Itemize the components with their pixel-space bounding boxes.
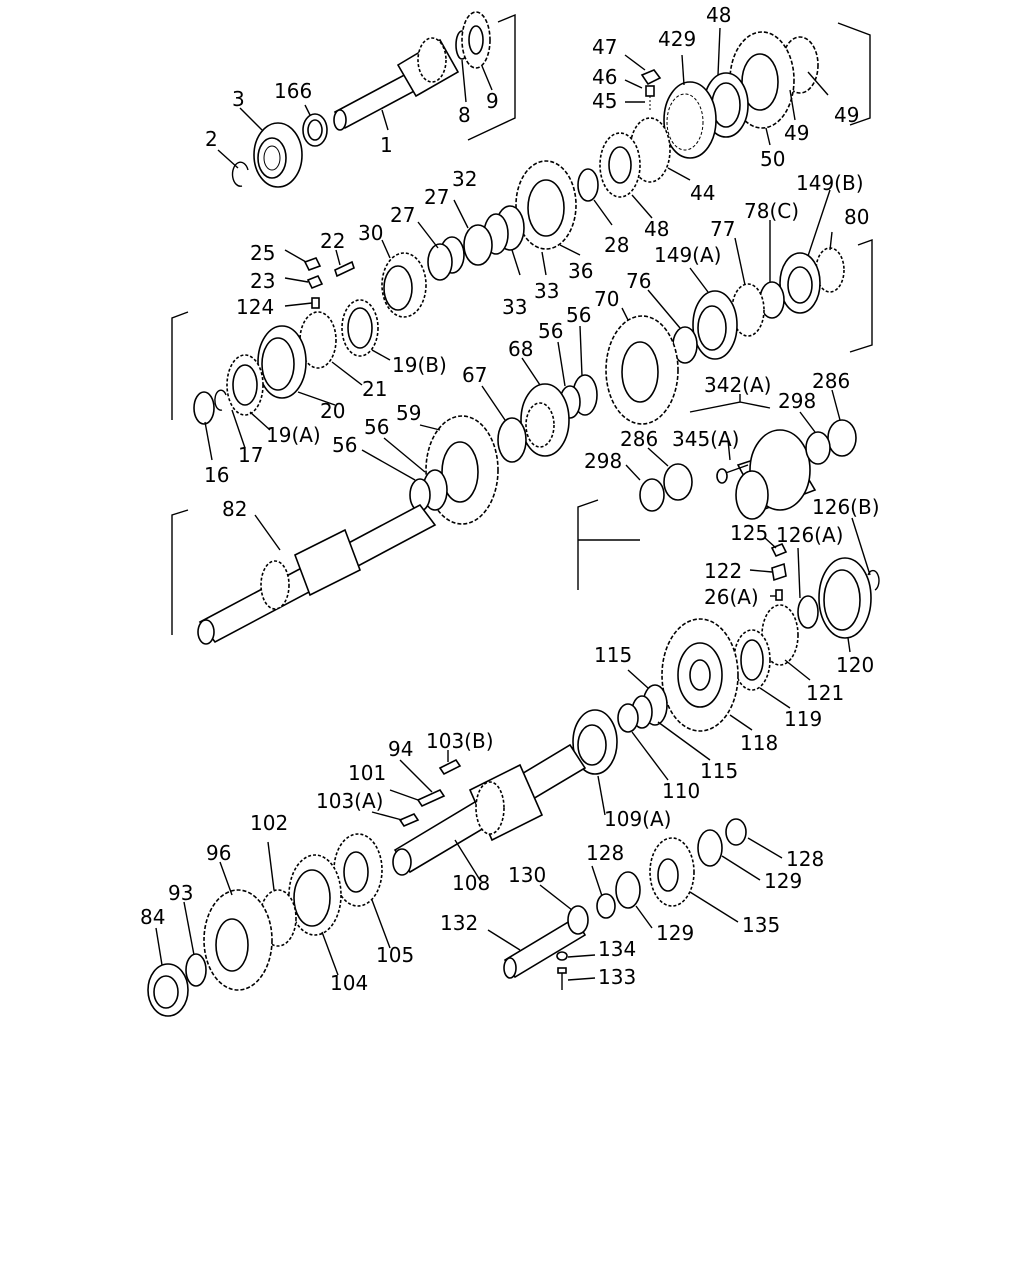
callout-33-b: 33 bbox=[534, 279, 559, 303]
callout-126a: 126(A) bbox=[776, 523, 843, 547]
callout-50: 50 bbox=[760, 147, 785, 171]
callout-122: 122 bbox=[704, 559, 742, 583]
callout-133: 133 bbox=[598, 965, 636, 989]
callout-78c: 78(C) bbox=[744, 199, 799, 223]
callout-135: 135 bbox=[742, 913, 780, 937]
callout-27-a: 27 bbox=[390, 203, 415, 227]
callout-70: 70 bbox=[594, 287, 619, 311]
callout-128-right: 128 bbox=[786, 847, 824, 871]
callout-93: 93 bbox=[168, 881, 193, 905]
callout-21: 21 bbox=[362, 377, 387, 401]
callout-342a: 342(A) bbox=[704, 373, 771, 397]
callout-46: 46 bbox=[592, 65, 617, 89]
callout-77: 77 bbox=[710, 217, 735, 241]
callout-103b: 103(B) bbox=[426, 729, 494, 753]
callout-76: 76 bbox=[626, 269, 651, 293]
callout-33-a: 33 bbox=[502, 295, 527, 319]
callout-104: 104 bbox=[330, 971, 368, 995]
callout-125: 125 bbox=[730, 521, 768, 545]
callout-44: 44 bbox=[690, 181, 715, 205]
callout-9: 9 bbox=[486, 89, 499, 113]
synchro-group-top bbox=[599, 22, 871, 219]
callout-119: 119 bbox=[784, 707, 822, 731]
callout-59: 59 bbox=[396, 401, 421, 425]
mainshaft-gear-group bbox=[171, 160, 613, 461]
callout-32: 32 bbox=[452, 167, 477, 191]
callout-132: 132 bbox=[440, 911, 478, 935]
callout-109a: 109(A) bbox=[604, 807, 671, 831]
callout-286-left: 286 bbox=[620, 427, 658, 451]
callout-1: 1 bbox=[380, 133, 393, 157]
callout-128-left: 128 bbox=[586, 841, 624, 865]
callout-48-top: 48 bbox=[706, 3, 731, 27]
callout-149a: 149(A) bbox=[654, 243, 721, 267]
callout-56-d: 56 bbox=[332, 433, 357, 457]
callout-129-left: 129 bbox=[656, 921, 694, 945]
input-shaft-group bbox=[217, 11, 516, 188]
callout-126b: 126(B) bbox=[812, 495, 880, 519]
countershaft-group bbox=[171, 189, 873, 645]
callout-68: 68 bbox=[508, 337, 533, 361]
callout-labels: 1 2 3 166 8 9 47 46 45 429 48 49 49 50 4… bbox=[140, 3, 880, 995]
callout-298-left: 298 bbox=[584, 449, 622, 473]
callout-124: 124 bbox=[236, 295, 274, 319]
callout-84: 84 bbox=[140, 905, 165, 929]
callout-47: 47 bbox=[592, 35, 617, 59]
callout-118: 118 bbox=[740, 731, 778, 755]
callout-80: 80 bbox=[844, 205, 869, 229]
callout-56-a: 56 bbox=[566, 303, 591, 327]
callout-67: 67 bbox=[462, 363, 487, 387]
callout-28: 28 bbox=[604, 233, 629, 257]
callout-36: 36 bbox=[568, 259, 593, 283]
callout-30: 30 bbox=[358, 221, 383, 245]
callout-20: 20 bbox=[320, 399, 345, 423]
callout-45: 45 bbox=[592, 89, 617, 113]
callout-108: 108 bbox=[452, 871, 490, 895]
callout-286-right: 286 bbox=[812, 369, 850, 393]
callout-16: 16 bbox=[204, 463, 229, 487]
callout-2: 2 bbox=[205, 127, 218, 151]
synchro-group-lower bbox=[617, 517, 880, 781]
callout-96: 96 bbox=[206, 841, 231, 865]
callout-56-c: 56 bbox=[364, 415, 389, 439]
callout-8: 8 bbox=[458, 103, 471, 127]
callout-17: 17 bbox=[238, 443, 263, 467]
callout-26a: 26(A) bbox=[704, 585, 759, 609]
callout-82: 82 bbox=[222, 497, 247, 521]
callout-166: 166 bbox=[274, 79, 312, 103]
callout-115-bottom: 115 bbox=[700, 759, 738, 783]
callout-345a: 345(A) bbox=[672, 427, 739, 451]
callout-3: 3 bbox=[232, 87, 245, 111]
callout-429: 429 bbox=[658, 27, 696, 51]
callout-120: 120 bbox=[836, 653, 874, 677]
callout-149b: 149(B) bbox=[796, 171, 864, 195]
callout-130: 130 bbox=[508, 863, 546, 887]
callout-48-lower: 48 bbox=[644, 217, 669, 241]
callout-102: 102 bbox=[250, 811, 288, 835]
callout-94: 94 bbox=[388, 737, 413, 761]
callout-103a: 103(A) bbox=[316, 789, 383, 813]
callout-49-left: 49 bbox=[784, 121, 809, 145]
callout-134: 134 bbox=[598, 937, 636, 961]
callout-129-right: 129 bbox=[764, 869, 802, 893]
rear-housing-group bbox=[577, 389, 857, 590]
callout-22: 22 bbox=[320, 229, 345, 253]
callout-19b: 19(B) bbox=[392, 353, 447, 377]
callout-101: 101 bbox=[348, 761, 386, 785]
callout-110: 110 bbox=[662, 779, 700, 803]
callout-105: 105 bbox=[376, 943, 414, 967]
callout-19a: 19(A) bbox=[266, 423, 321, 447]
callout-23: 23 bbox=[250, 269, 275, 293]
output-shaft-group bbox=[147, 709, 618, 1017]
callout-298-right: 298 bbox=[778, 389, 816, 413]
callout-56-b: 56 bbox=[538, 319, 563, 343]
callout-49-right: 49 bbox=[834, 103, 859, 127]
callout-121: 121 bbox=[806, 681, 844, 705]
callout-115-top: 115 bbox=[594, 643, 632, 667]
idler-group bbox=[487, 818, 783, 990]
callout-27-b: 27 bbox=[424, 185, 449, 209]
callout-25: 25 bbox=[250, 241, 275, 265]
